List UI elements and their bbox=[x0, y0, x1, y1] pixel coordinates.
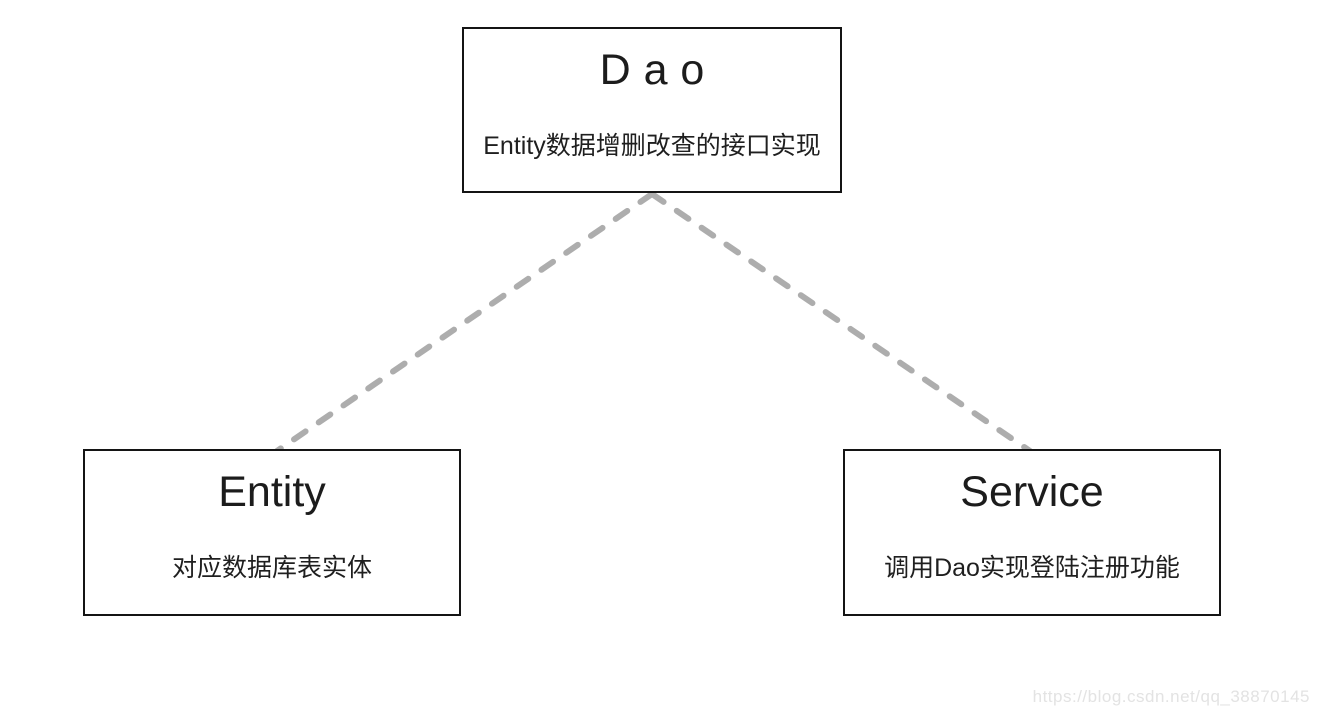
node-entity-subtitle: 对应数据库表实体 bbox=[171, 554, 372, 582]
watermark-url: https://blog.csdn.net/qq_38870145 bbox=[1032, 687, 1310, 706]
node-entity: Entity 对应数据库表实体 bbox=[83, 449, 461, 616]
node-dao-title: Dao bbox=[599, 46, 718, 94]
node-dao-subtitle: Entity数据增删改查的接口实现 bbox=[483, 132, 821, 160]
connector-dao-entity bbox=[274, 191, 655, 454]
node-entity-title: Entity bbox=[218, 468, 326, 516]
node-service: Service 调用Dao实现登陆注册功能 bbox=[843, 449, 1221, 616]
node-service-title: Service bbox=[960, 468, 1104, 516]
node-service-subtitle: 调用Dao实现登陆注册功能 bbox=[884, 554, 1180, 582]
node-dao: Dao Entity数据增删改查的接口实现 bbox=[462, 27, 842, 193]
connector-dao-service bbox=[649, 191, 1033, 454]
